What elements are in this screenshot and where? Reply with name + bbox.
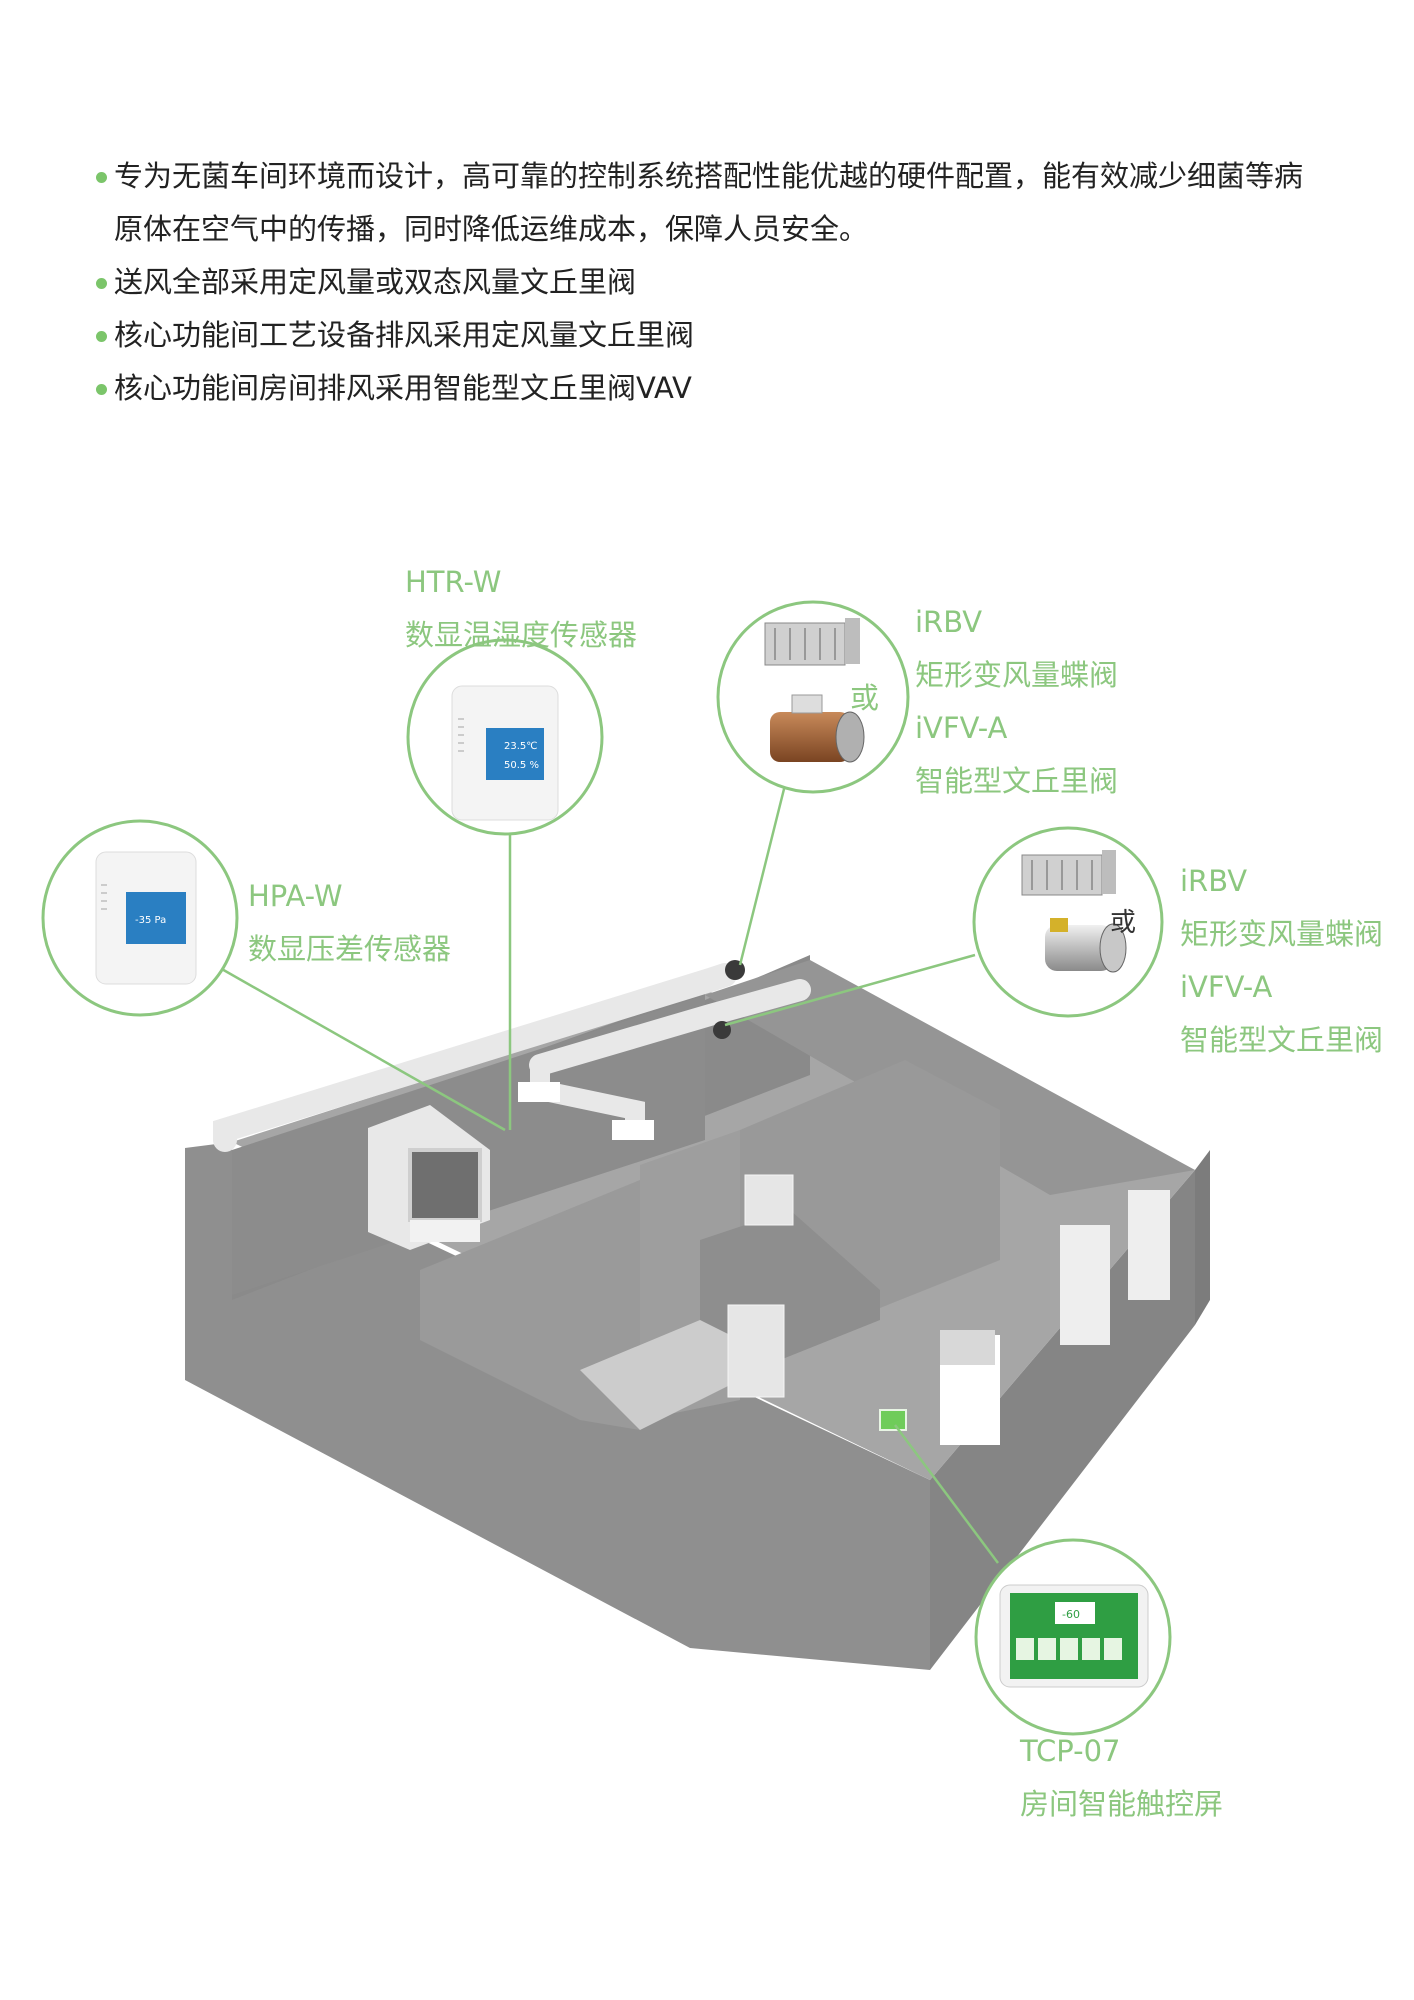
feature-text: 核心功能间工艺设备排风采用定风量文丘里阀 bbox=[114, 318, 695, 352]
feature-item: 专为无菌车间环境而设计，高可靠的控制系统搭配性能优越的硬件配置，能有效减少细菌等… bbox=[96, 150, 1356, 256]
htr-sensor-callout: 23.5℃ 50.5 % bbox=[406, 638, 604, 836]
feature-item: 核心功能间工艺设备排风采用定风量文丘里阀 bbox=[96, 309, 1356, 362]
diffuser bbox=[612, 1120, 654, 1140]
valve-code: iVFV-A bbox=[915, 711, 1008, 745]
valve-node bbox=[725, 960, 745, 980]
htr-temp-readout: 23.5℃ bbox=[504, 741, 538, 752]
feature-text: 原体在空气中的传播，同时降低运维成本，保障人员安全。 bbox=[114, 212, 869, 246]
valve-name: 智能型文丘里阀 bbox=[915, 764, 1119, 798]
branch-duct bbox=[529, 979, 811, 1076]
valve-code: iVFV-A bbox=[1180, 970, 1273, 1004]
htr-display bbox=[486, 728, 544, 780]
tcp-wall-panel bbox=[879, 1409, 907, 1431]
right-outer-wall bbox=[1195, 1150, 1210, 1325]
bullet-dot-icon bbox=[96, 384, 107, 395]
leader-lines bbox=[219, 784, 1000, 1564]
hpa-pressure-readout: -35 Pa bbox=[135, 915, 166, 926]
bullet-dot-icon bbox=[96, 278, 107, 289]
diffuser bbox=[518, 1082, 560, 1102]
fume-hood bbox=[368, 1105, 490, 1250]
valve-top-callout bbox=[716, 600, 910, 794]
valve-name: 矩形变风量蝶阀 bbox=[915, 658, 1119, 692]
building-model bbox=[185, 955, 1210, 1670]
venturi-valve-icon bbox=[1045, 918, 1127, 973]
bullet-dot-icon bbox=[96, 331, 107, 342]
door bbox=[744, 1174, 794, 1226]
window bbox=[940, 1330, 995, 1365]
hpa-label: HPA-W 数显压差传感器 bbox=[248, 870, 451, 976]
htr-humidity-readout: 50.5 % bbox=[504, 760, 539, 771]
hpa-display bbox=[126, 892, 186, 944]
tcp-code: TCP-07 bbox=[1020, 1734, 1121, 1768]
tcp-screen-value: -60 bbox=[1062, 1608, 1080, 1621]
door bbox=[727, 1304, 785, 1398]
valve-top-label: iRBV 矩形变风量蝶阀 iVFV-A 智能型文丘里阀 bbox=[915, 596, 1118, 808]
valve-right-callout bbox=[972, 826, 1164, 1018]
feature-text: 核心功能间房间排风采用智能型文丘里阀VAV bbox=[114, 371, 692, 405]
valve-name: 智能型文丘里阀 bbox=[1180, 1023, 1384, 1057]
or-label: 或 bbox=[850, 681, 880, 715]
venturi-valve-icon bbox=[770, 694, 865, 763]
window bbox=[1060, 1225, 1110, 1345]
hpa-code: HPA-W bbox=[248, 879, 343, 913]
tcp-callout: -60 bbox=[974, 1538, 1172, 1736]
branch-duct bbox=[530, 1060, 645, 1135]
tcp-name: 房间智能触控屏 bbox=[1020, 1787, 1224, 1821]
feature-item: 核心功能间房间排风采用智能型文丘里阀VAV bbox=[96, 362, 1356, 415]
bullet-dot-icon bbox=[96, 172, 107, 183]
feature-item: 送风全部采用定风量或双态风量文丘里阀 bbox=[96, 256, 1356, 309]
window bbox=[1128, 1190, 1170, 1300]
interior-wall-4 bbox=[420, 1180, 640, 1430]
hpa-sensor-callout: -35 Pa bbox=[41, 819, 239, 1017]
hpa-name: 数显压差传感器 bbox=[248, 932, 452, 966]
rectangular-damper-icon bbox=[1021, 850, 1116, 896]
main-duct bbox=[213, 963, 737, 1152]
htr-label: HTR-W 数显温湿度传感器 bbox=[405, 556, 637, 662]
rectangular-damper-icon bbox=[764, 618, 860, 666]
feature-list: 专为无菌车间环境而设计，高可靠的控制系统搭配性能优越的硬件配置，能有效减少细菌等… bbox=[96, 150, 1356, 415]
feature-text: 送风全部采用定风量或双态风量文丘里阀 bbox=[114, 265, 637, 299]
valve-code: iRBV bbox=[1180, 864, 1248, 898]
tcp-label: TCP-07 房间智能触控屏 bbox=[1020, 1725, 1223, 1831]
htr-name: 数显温湿度传感器 bbox=[405, 618, 638, 652]
htr-code: HTR-W bbox=[405, 565, 502, 599]
valve-right-label: iRBV 矩形变风量蝶阀 iVFV-A 智能型文丘里阀 bbox=[1180, 855, 1383, 1067]
valve-name: 矩形变风量蝶阀 bbox=[1180, 917, 1384, 951]
rear-right-wall bbox=[705, 960, 1195, 1195]
feature-text: 专为无菌车间环境而设计，高可靠的控制系统搭配性能优越的硬件配置，能有效减少细菌等… bbox=[114, 159, 1304, 193]
valve-code: iRBV bbox=[915, 605, 983, 639]
or-label: 或 bbox=[1110, 908, 1137, 938]
